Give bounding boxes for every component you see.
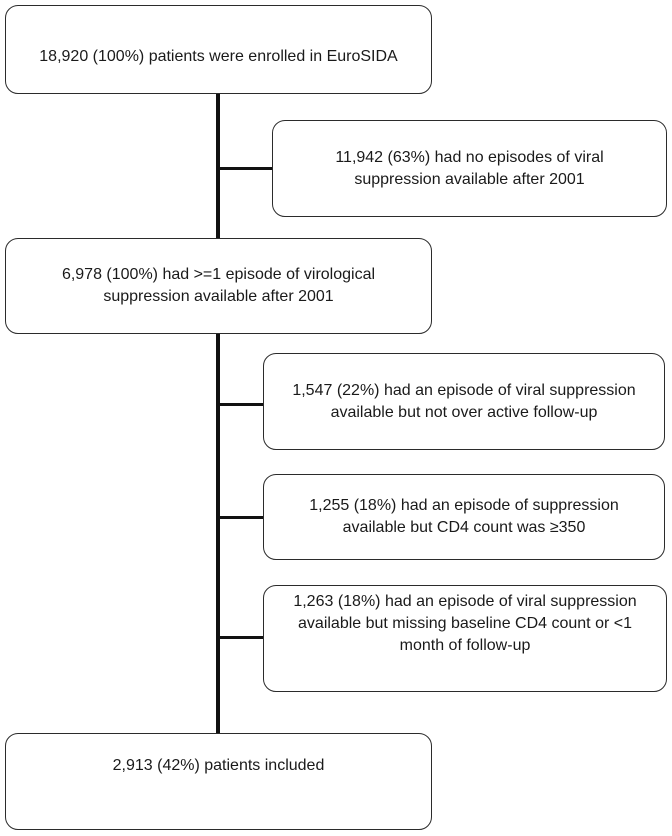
main-spine-bottom: [216, 334, 220, 733]
branch-exclusion-cd4: [216, 516, 263, 519]
exclusion-followup-box: 1,547 (22%) had an episode of viral supp…: [263, 353, 665, 450]
exclusion-missing-box: 1,263 (18%) had an episode of viral supp…: [263, 585, 667, 692]
branch-exclusion-missing: [216, 636, 263, 639]
exclusion-missing-line-3: month of follow-up: [399, 637, 531, 654]
exclusion-missing-line-2: available but missing baseline CD4 count…: [298, 615, 632, 632]
branch-no-suppression: [216, 167, 272, 170]
exclusion-missing-line-1: 1,263 (18%) had an episode of viral supp…: [293, 593, 637, 610]
enrolled-text: 18,920 (100%) patients were enrolled in …: [39, 48, 398, 65]
branch-exclusion-followup: [216, 403, 263, 406]
exclusion-followup-line-2: available but not over active follow-up: [330, 404, 598, 421]
with-suppression-line-1: 6,978 (100%) had >=1 episode of virologi…: [61, 266, 376, 283]
included-box: 2,913 (42%) patients included: [5, 733, 432, 830]
exclusion-cd4-box: 1,255 (18%) had an episode of suppressio…: [263, 474, 665, 560]
exclusion-cd4-line-1: 1,255 (18%) had an episode of suppressio…: [309, 497, 619, 514]
no-suppression-line-1: 11,942 (63%) had no episodes of viral: [335, 149, 604, 166]
no-suppression-line-2: suppression available after 2001: [354, 171, 585, 188]
included-text: 2,913 (42%) patients included: [112, 757, 325, 774]
no-suppression-box: 11,942 (63%) had no episodes of viral su…: [272, 120, 667, 217]
enrolled-box: 18,920 (100%) patients were enrolled in …: [5, 5, 432, 94]
with-suppression-box: 6,978 (100%) had >=1 episode of virologi…: [5, 238, 432, 334]
main-spine-top: [216, 93, 220, 238]
exclusion-followup-line-1: 1,547 (22%) had an episode of viral supp…: [292, 382, 636, 399]
exclusion-cd4-line-2: available but CD4 count was ≥350: [342, 519, 586, 536]
with-suppression-line-2: suppression available after 2001: [103, 288, 334, 305]
